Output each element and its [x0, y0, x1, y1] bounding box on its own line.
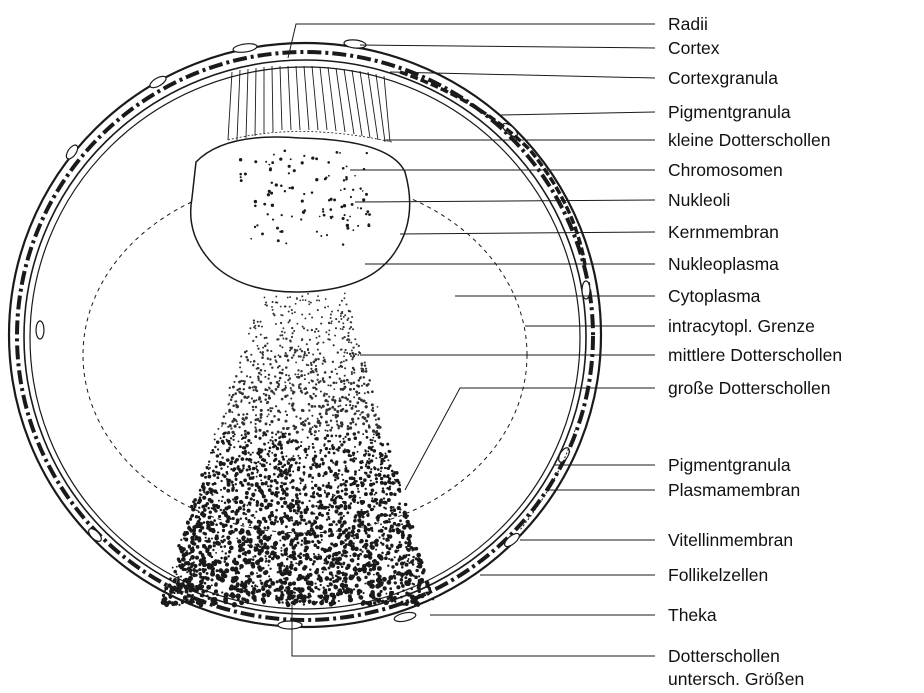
- label-mittlere-dotterschollen: mittlere Dotterschollen: [668, 345, 842, 365]
- label-pigmentgranula-bottom: Pigmentgranula: [668, 455, 791, 475]
- label-theka: Theka: [668, 605, 717, 625]
- yolk-cone: [161, 292, 435, 607]
- label-dotterschollen: Dotterschollen: [668, 646, 780, 666]
- label-untersch-groessen: untersch. Größen: [668, 669, 804, 689]
- label-kernmembran: Kernmembran: [668, 222, 779, 242]
- label-nukleoplasma: Nukleoplasma: [668, 254, 779, 274]
- labels: Radii Cortex Cortexgranula Pigmentgranul…: [668, 14, 842, 689]
- label-cortex: Cortex: [668, 38, 720, 58]
- label-chromosomen: Chromosomen: [668, 160, 783, 180]
- label-cortexgranula: Cortexgranula: [668, 68, 778, 88]
- follikelzellen-layer: [17, 52, 593, 620]
- label-follikelzellen: Follikelzellen: [668, 565, 768, 585]
- label-plasmamembran: Plasmamembran: [668, 480, 800, 500]
- label-kleine-dotterschollen: kleine Dotterschollen: [668, 130, 830, 150]
- pigment-band: [400, 72, 585, 265]
- label-intracytopl-grenze: intracytopl. Grenze: [668, 316, 815, 336]
- label-nukleoli: Nukleoli: [668, 190, 730, 210]
- label-radii: Radii: [668, 14, 708, 34]
- label-cytoplasma: Cytoplasma: [668, 286, 761, 306]
- label-grosse-dotterschollen: große Dotterschollen: [668, 378, 830, 398]
- label-pigmentgranula-top: Pigmentgranula: [668, 102, 791, 122]
- label-vitellinmembran: Vitellinmembran: [668, 530, 793, 550]
- nucleus-kernmembran: [191, 137, 410, 292]
- radii-region: [228, 66, 390, 142]
